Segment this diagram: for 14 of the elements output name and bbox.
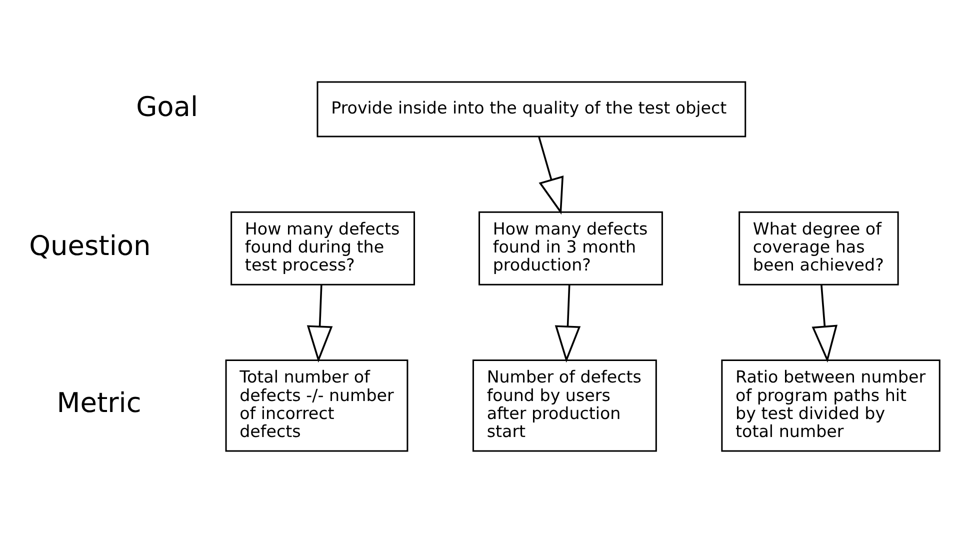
label: Question bbox=[29, 231, 151, 262]
arrow bbox=[554, 284, 581, 363]
node-box: Number of defects found by users after production start bbox=[472, 359, 657, 452]
node-box: What degree of coverage has been achieved? bbox=[738, 211, 899, 286]
node-box: Total number of defects -/- number of incorrect defects bbox=[225, 359, 408, 452]
arrow bbox=[812, 284, 838, 363]
node-box: How many defects found during the test process? bbox=[230, 211, 415, 286]
arrow bbox=[538, 136, 564, 215]
arrow bbox=[306, 284, 333, 363]
label: Metric bbox=[56, 388, 142, 420]
label: Goal bbox=[136, 92, 198, 123]
node-box: Ratio between number of program paths hit by test divided by total number bbox=[721, 359, 940, 452]
node-box: Provide inside into the quality of the test object bbox=[316, 81, 746, 138]
node-box: How many defects found in 3 month production? bbox=[478, 211, 663, 286]
